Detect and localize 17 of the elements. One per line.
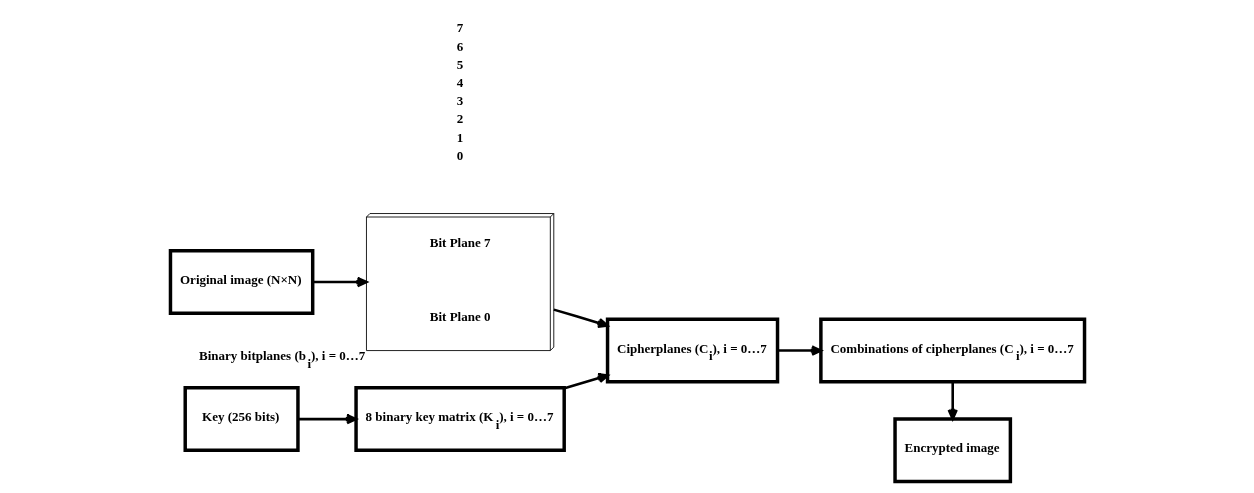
label: 6 (456, 38, 463, 54)
label: 0 (456, 147, 463, 163)
label: 3 (456, 93, 463, 109)
label: 5 (456, 56, 463, 72)
label: 2 (456, 111, 463, 127)
node-box: Original image (N×N) (168, 249, 314, 315)
arrow (552, 308, 609, 329)
label: 7 (456, 20, 463, 36)
node-box: Encrypted image (892, 417, 1012, 484)
arrow (777, 345, 822, 356)
label: 1 (456, 129, 463, 145)
label: 4 (456, 74, 463, 90)
arrow (312, 276, 368, 288)
arrow (947, 382, 958, 421)
node-box: Key (256 bits) (182, 386, 300, 453)
arrow (297, 413, 357, 425)
arrow (563, 373, 609, 390)
